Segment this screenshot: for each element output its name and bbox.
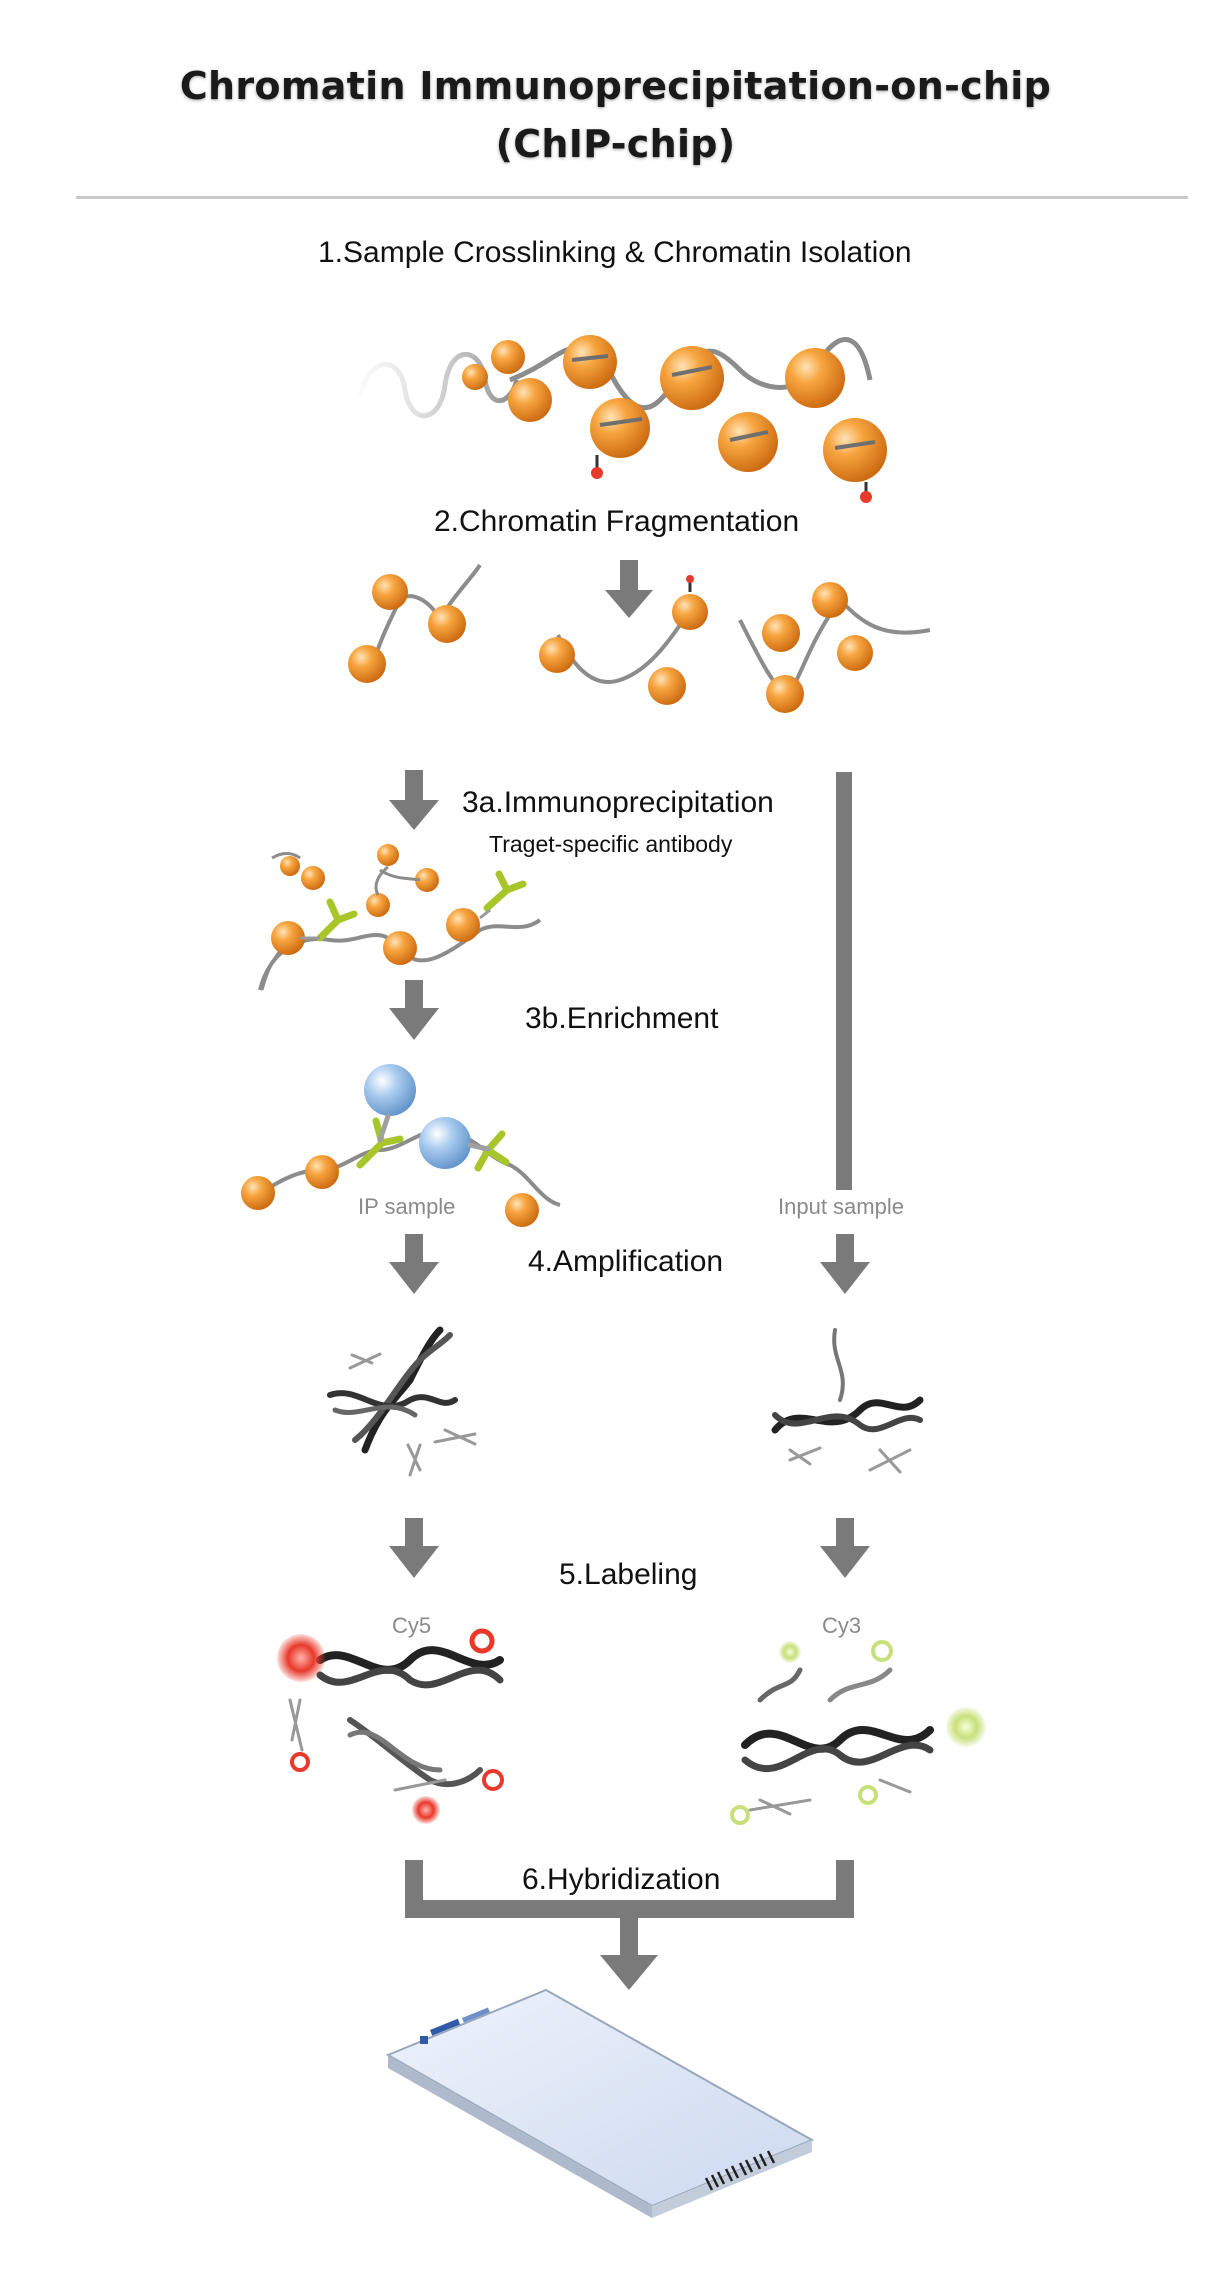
input-dna-amplified [771, 1328, 924, 1474]
step-5-label: 5.Labeling [559, 1558, 698, 1591]
step-3a-label: 3a.Immunoprecipitation [462, 786, 774, 819]
step-3a-sublabel: Traget-specific antibody [489, 831, 733, 857]
enrichment-illustration [241, 1064, 561, 1227]
step-4-label: 4.Amplification [528, 1245, 724, 1278]
cy3-labeled-dna [730, 1640, 986, 1825]
chip-logo-mark [420, 2007, 490, 2044]
immunoprecipitation-illustration [258, 844, 542, 991]
step-3b-label: 3b.Enrichment [525, 1002, 719, 1035]
cy3-label: Cy3 [822, 1613, 862, 1638]
chip-barcode [704, 2150, 776, 2191]
title-divider [76, 196, 1188, 199]
microarray-chip [385, 1988, 815, 2218]
ip-sample-label: IP sample [358, 1194, 456, 1219]
step-1-label: 1.Sample Crosslinking & Chromatin Isolat… [318, 236, 912, 269]
input-sample-label: Input sample [778, 1194, 904, 1219]
cy5-labeled-dna [277, 1628, 504, 1824]
step-6-label: 6.Hybridization [522, 1863, 721, 1896]
step-2-label: 2.Chromatin Fragmentation [434, 505, 800, 538]
diagram-title-line2: (ChIP-chip) [495, 122, 736, 166]
chromatin-fragments-illustration [348, 563, 931, 713]
ip-dna-amplified [327, 1326, 477, 1477]
diagram-title-line1: Chromatin Immunoprecipitation-on-chip [179, 64, 1052, 108]
cy5-label: Cy5 [392, 1613, 432, 1638]
process-arrows [389, 560, 870, 1990]
chromatin-fiber-illustration [357, 335, 887, 503]
